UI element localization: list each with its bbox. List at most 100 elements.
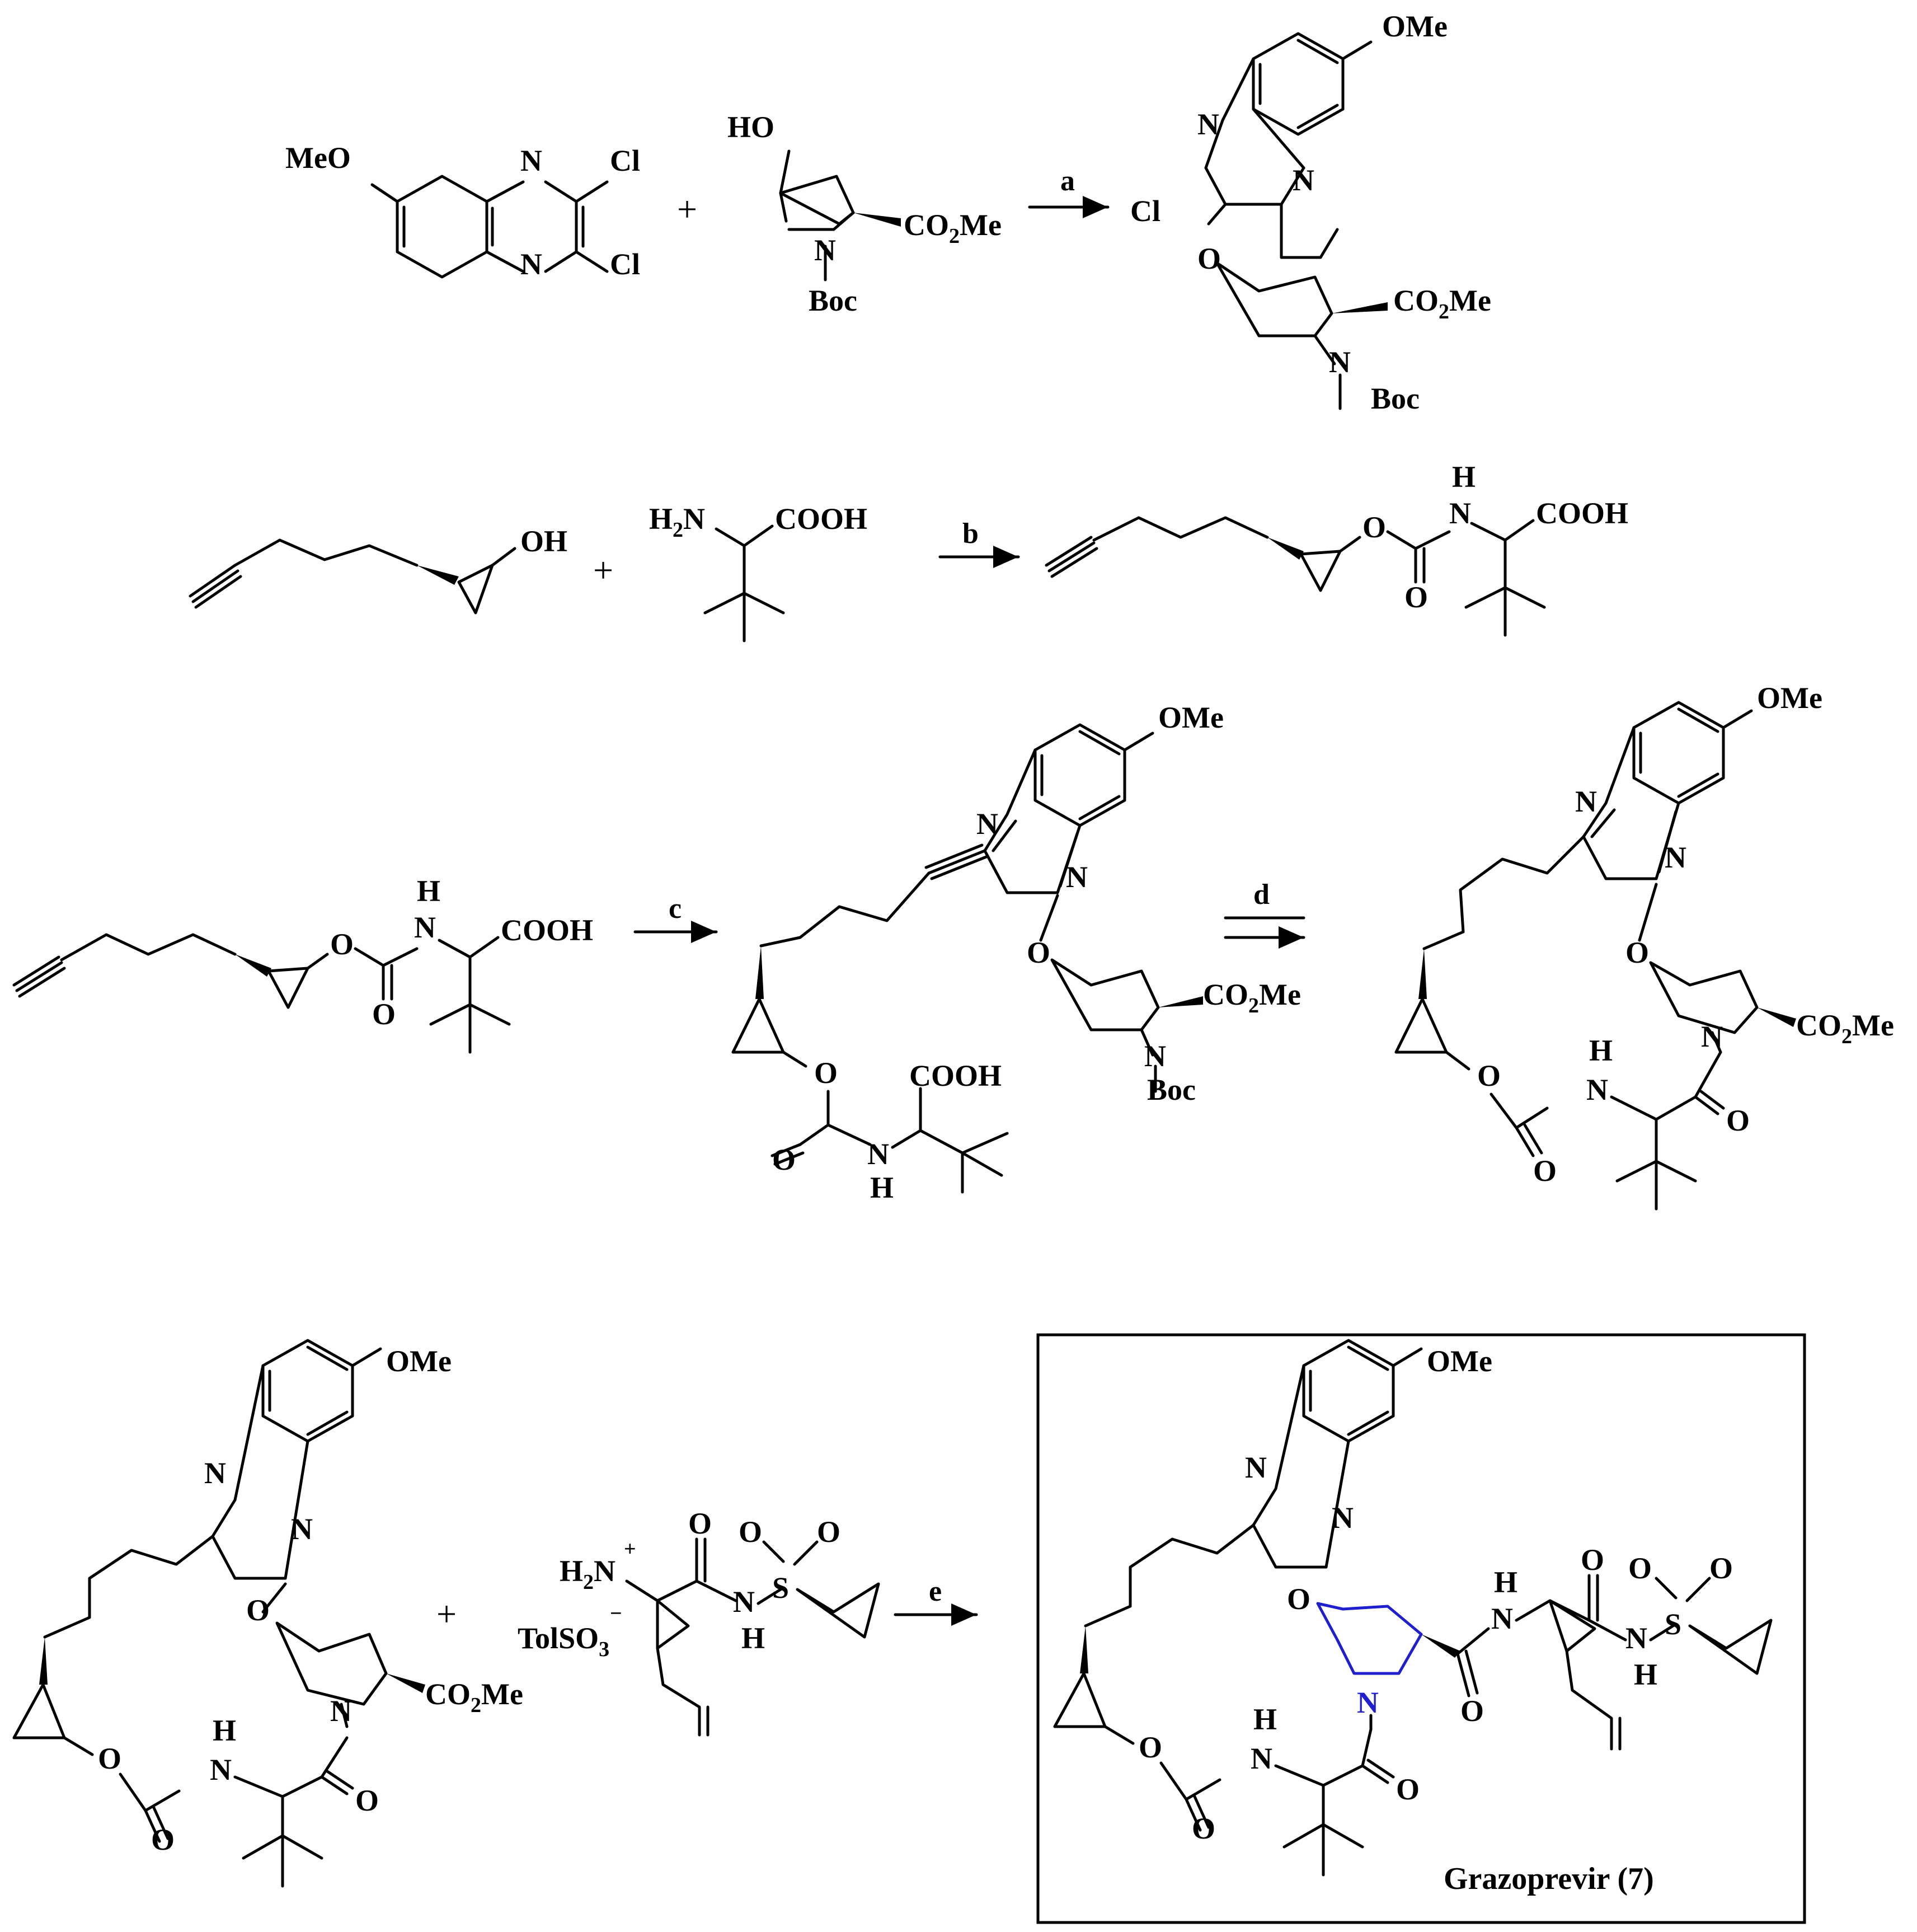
amide-h-label: H <box>1589 1034 1613 1067</box>
negative-charge: − <box>610 1602 622 1625</box>
carbonyl-oxygen-label: O <box>355 1784 379 1817</box>
plus-sign: + <box>593 550 613 590</box>
dichloroquinoxaline: MeO N N Cl Cl <box>285 141 640 281</box>
step-label-e: e <box>929 1575 942 1607</box>
nitrogen-label: N <box>1625 1621 1647 1655</box>
amide-h-label: H <box>213 1714 236 1747</box>
methoxy-label: OMe <box>1158 701 1224 734</box>
plus-sign: + <box>436 1594 457 1634</box>
nitrogen-label: N <box>1245 1451 1267 1484</box>
oxygen-label: O <box>1362 510 1386 544</box>
boc-label: Boc <box>1371 382 1420 415</box>
nitrogen-label: N <box>1575 785 1597 818</box>
amide-h-label: H <box>1253 1703 1277 1736</box>
amide-h-label: H <box>870 1171 894 1204</box>
svg-text:H2N: H2N <box>560 1554 615 1594</box>
tosylate-label: TolSO3 <box>518 1621 609 1661</box>
amide-h-label: H <box>417 874 440 908</box>
nitrogen-label: N <box>976 807 998 841</box>
svg-text:CO2Me: CO2Me <box>1796 1009 1894 1048</box>
svg-text:CO2Me: CO2Me <box>425 1677 523 1717</box>
oxygen-label: O <box>1027 936 1050 969</box>
product-name: Grazoprevir (7) <box>1444 1861 1654 1896</box>
carboxyl-label: COOH <box>775 502 867 536</box>
amine-label: H2N <box>649 502 705 542</box>
oxygen-label: O <box>246 1593 270 1627</box>
macrocycle-reactant-e: OMe N N O O H N O O N CO2Me <box>12 1339 523 1888</box>
nitrogen-label: N <box>1329 345 1351 379</box>
boc-label: Boc <box>1147 1073 1196 1106</box>
nitrogen-label: N <box>520 144 542 177</box>
chloro-label: Cl <box>1130 194 1160 228</box>
methoxy-label: OMe <box>1427 1344 1492 1378</box>
oxygen-label: O <box>1287 1582 1310 1616</box>
boc-label: Boc <box>809 284 857 317</box>
ester-label: CO2Me <box>425 1677 523 1717</box>
carbonyl-oxygen-label: O <box>151 1823 175 1856</box>
amide-h-label: H <box>1452 460 1476 494</box>
nitrogen-label: N <box>867 1137 889 1171</box>
step-label-d: d <box>1253 879 1270 911</box>
oxygen-label: O <box>330 927 354 961</box>
nitrogen-label: N <box>1701 1020 1723 1053</box>
carbonyl-oxygen-label: O <box>688 1507 712 1540</box>
nitrogen-label: N <box>733 1585 755 1619</box>
nitrogen-label: N <box>1332 1501 1354 1535</box>
sulfonyl-oxygen-label: O <box>739 1515 762 1549</box>
product-a: OMe N N Cl O N Boc CO2Me <box>1130 10 1491 415</box>
ester-label: CO2Me <box>904 208 1002 248</box>
sulfonyl-oxygen-label: O <box>1628 1551 1652 1585</box>
step-label-b: b <box>962 518 979 550</box>
nitrogen-label: N <box>814 233 836 267</box>
chloro-label: Cl <box>610 144 640 177</box>
sulfonyl-oxygen-label: O <box>1709 1551 1733 1585</box>
nitrogen-label: N <box>1665 841 1686 874</box>
sulfur-label: S <box>1665 1607 1681 1641</box>
positive-charge: + <box>624 1537 636 1561</box>
oxygen-label: O <box>1139 1731 1162 1764</box>
amide-h-label: H <box>1494 1565 1517 1599</box>
svg-text:TolSO3: TolSO3 <box>518 1621 609 1661</box>
grazoprevir-structure: OMe N N O O H N O O N O N H O N H S O O <box>1053 1339 1773 1896</box>
nitrogen-label: N <box>1449 496 1471 530</box>
carbonyl-oxygen-label: O <box>1192 1812 1215 1845</box>
nitrogen-label: N <box>1251 1742 1272 1775</box>
oxygen-label: O <box>1477 1059 1501 1092</box>
oxygen-label: O <box>1197 242 1221 275</box>
aminocyclopropane-sulfonamide-salt: H2N + TolSO3 − O N H S O O <box>518 1507 880 1737</box>
sulfonyl-oxygen-label: O <box>817 1515 840 1549</box>
nitrogen-label: N <box>1066 860 1088 894</box>
methoxy-label: MeO <box>285 141 351 175</box>
nitrogen-label: N <box>1491 1602 1513 1635</box>
carbonyl-oxygen-label: O <box>1396 1772 1420 1806</box>
pyrrolidine-nitrogen-label: N <box>1357 1686 1379 1719</box>
svg-text:CO2Me: CO2Me <box>904 208 1002 248</box>
carboxyl-label: COOH <box>501 913 593 947</box>
sulfur-label: S <box>772 1571 789 1605</box>
svg-text:H2N: H2N <box>649 502 705 542</box>
chloro-label: Cl <box>610 247 640 281</box>
plus-sign: + <box>677 189 697 229</box>
ammonium-label: H2N <box>560 1554 615 1594</box>
amide-h-label: H <box>1634 1658 1657 1691</box>
nitrogen-label: N <box>330 1694 352 1728</box>
nitrogen-label: N <box>1293 163 1314 197</box>
methoxy-label: OMe <box>1757 681 1822 715</box>
oxygen-label: O <box>814 1056 838 1090</box>
product-d-macrocycle: OMe N N O O H N O O N CO2Me <box>1394 681 1894 1211</box>
carboxyl-label: COOH <box>909 1059 1002 1092</box>
ester-label: CO2Me <box>1393 284 1491 323</box>
amide-h-label: H <box>741 1621 765 1655</box>
hydroxyl-label: HO <box>727 110 774 144</box>
carbonyl-oxygen-label: O <box>1581 1543 1604 1577</box>
product-c: OMe N N O O N H COOH O N Boc CO2Me <box>731 701 1301 1204</box>
nitrogen-label: N <box>204 1456 226 1490</box>
carbonyl-oxygen-label: O <box>1533 1154 1557 1188</box>
methoxy-label: OMe <box>1382 10 1448 43</box>
hydroxyl-label: OH <box>520 524 567 558</box>
carbonyl-oxygen-label: O <box>1404 580 1428 614</box>
carbonyl-oxygen-label: O <box>772 1143 796 1176</box>
tert-leucine: H2N COOH <box>649 502 867 643</box>
ester-label: CO2Me <box>1203 978 1301 1017</box>
